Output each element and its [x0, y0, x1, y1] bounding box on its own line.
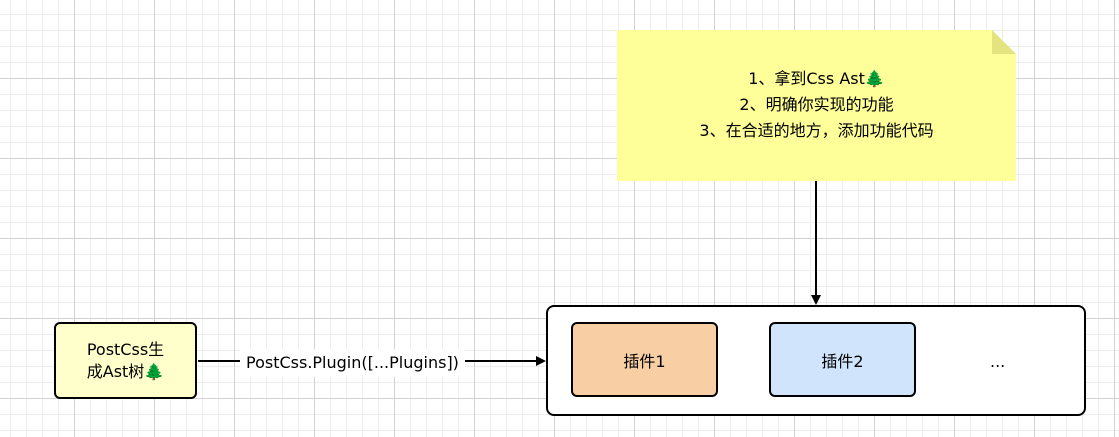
tree-emoji: 🌲 — [144, 361, 165, 381]
plugin-2-node[interactable]: 插件2 — [769, 322, 916, 397]
tree-emoji: 🌲 — [864, 69, 885, 88]
plugin-edge-label: PostCss.Plugin([...Plugins]) — [240, 349, 465, 377]
sticky-note — [617, 30, 1016, 181]
more-plugins-ellipsis: ... — [990, 352, 1006, 371]
plugin-2-label: 插件2 — [821, 351, 864, 371]
note-line-1: 1、拿到Css Ast🌲 — [748, 69, 885, 88]
postcss-node-line-1: PostCss生 — [86, 339, 165, 359]
sticky-note-text: 1、拿到Css Ast🌲 2、明确你实现的功能 3、在合适的地方，添加功能代码 — [617, 66, 1016, 144]
postcss-ast-node[interactable]: PostCss生 成Ast树🌲 — [54, 322, 197, 399]
plugin-1-node[interactable]: 插件1 — [571, 322, 718, 397]
postcss-node-line-2: 成Ast树🌲 — [86, 361, 165, 381]
plugin-1-label: 插件1 — [623, 351, 666, 371]
note-line-2: 2、明确你实现的功能 — [739, 95, 894, 114]
note-line-3: 3、在合适的地方，添加功能代码 — [699, 121, 934, 140]
